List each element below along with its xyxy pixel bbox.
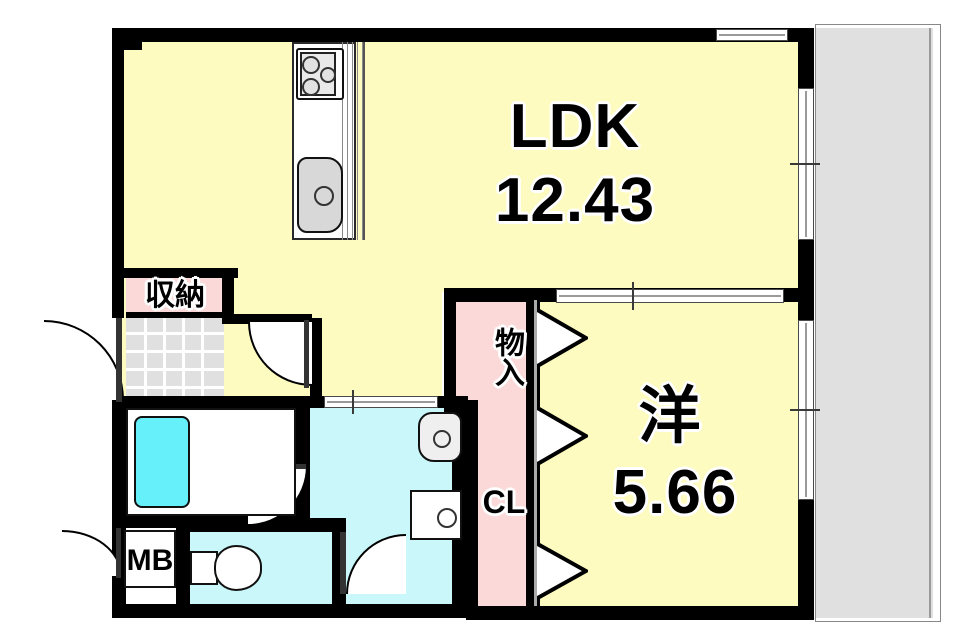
sash-mark-2 [790,409,820,411]
wall-bottom-left [112,604,346,618]
stove-burner-3 [320,67,336,83]
wall-shuno-top [120,268,238,278]
wall-washroom-bottom [332,604,466,618]
room-yo-fill [540,300,798,616]
bathtub [134,416,190,508]
wall-right-outer-lower [798,500,814,620]
window-top-ldk[interactable] [716,29,788,41]
wall-toilet-left [176,518,190,618]
entrance-tile-floor [126,316,224,404]
wall-shuno-bottom [126,312,234,318]
label-mb: MB [126,544,174,577]
bifold-door-cl-lower[interactable] [532,540,588,602]
wall-right-outer-upper [798,28,814,88]
door-toilet-leaf[interactable] [340,532,346,594]
wall-cl-bottom [466,606,540,620]
sash-mark-4 [352,390,354,414]
wall-corridor-top [222,314,312,324]
closet-opening-jamb [534,300,537,606]
wall-top-outer [112,28,812,42]
room-shuno-fill [126,276,224,316]
label-ldk-name: LDK [509,92,641,161]
room-ldk-fill [122,42,798,292]
stove-burner-2 [302,78,320,96]
wall-shuno-right [222,268,234,324]
stove-burner-1 [302,56,320,74]
sliding-door-ldk-yo[interactable] [556,289,784,303]
toilet-bowl [214,545,262,591]
bifold-door-cl-upper[interactable] [532,404,588,468]
kitchen-hood-lines [340,42,364,240]
wall-left-ldk [112,28,124,318]
wall-toilet-top [176,518,346,532]
label-ldk-area: 12.43 [494,166,656,235]
balcony-inner-edge [929,28,931,618]
balcony-area [815,28,933,618]
kitchen-counter-edge [363,42,365,240]
sash-mark-1 [790,163,820,165]
label-cl: CL [482,484,526,520]
sash-mark-3 [632,282,634,310]
door-ldk-corridor-leaf[interactable] [304,320,309,388]
washing-machine-drain [437,508,457,528]
sliding-door-corridor-washroom[interactable] [324,396,438,408]
wall-right-outer-mid [798,240,814,320]
label-yo-name: 洋 [638,382,702,451]
wall-cl-left [466,400,478,618]
kitchen-sink-drain [314,186,334,206]
room-cl-fill [472,410,532,610]
bifold-door-monoire[interactable] [532,306,588,370]
balcony-outline [815,24,941,622]
label-yo-area: 5.66 [612,458,738,527]
room-monoire-fill [452,300,532,410]
mb-door-leaf[interactable] [116,528,121,578]
wall-corridor-right [310,318,322,404]
label-shuno: 収納 [145,279,205,312]
label-monoire: 物入 [490,327,523,387]
meter-box [124,530,176,588]
wall-water-left [112,396,126,526]
wash-basin-drain [433,430,451,448]
wall-bottom-right [526,606,814,620]
wall-monoire-left [444,288,456,412]
entrance-door-leaf[interactable] [116,318,122,402]
kitchen-sink [297,157,343,233]
entrance-door-swing[interactable] [44,320,124,400]
